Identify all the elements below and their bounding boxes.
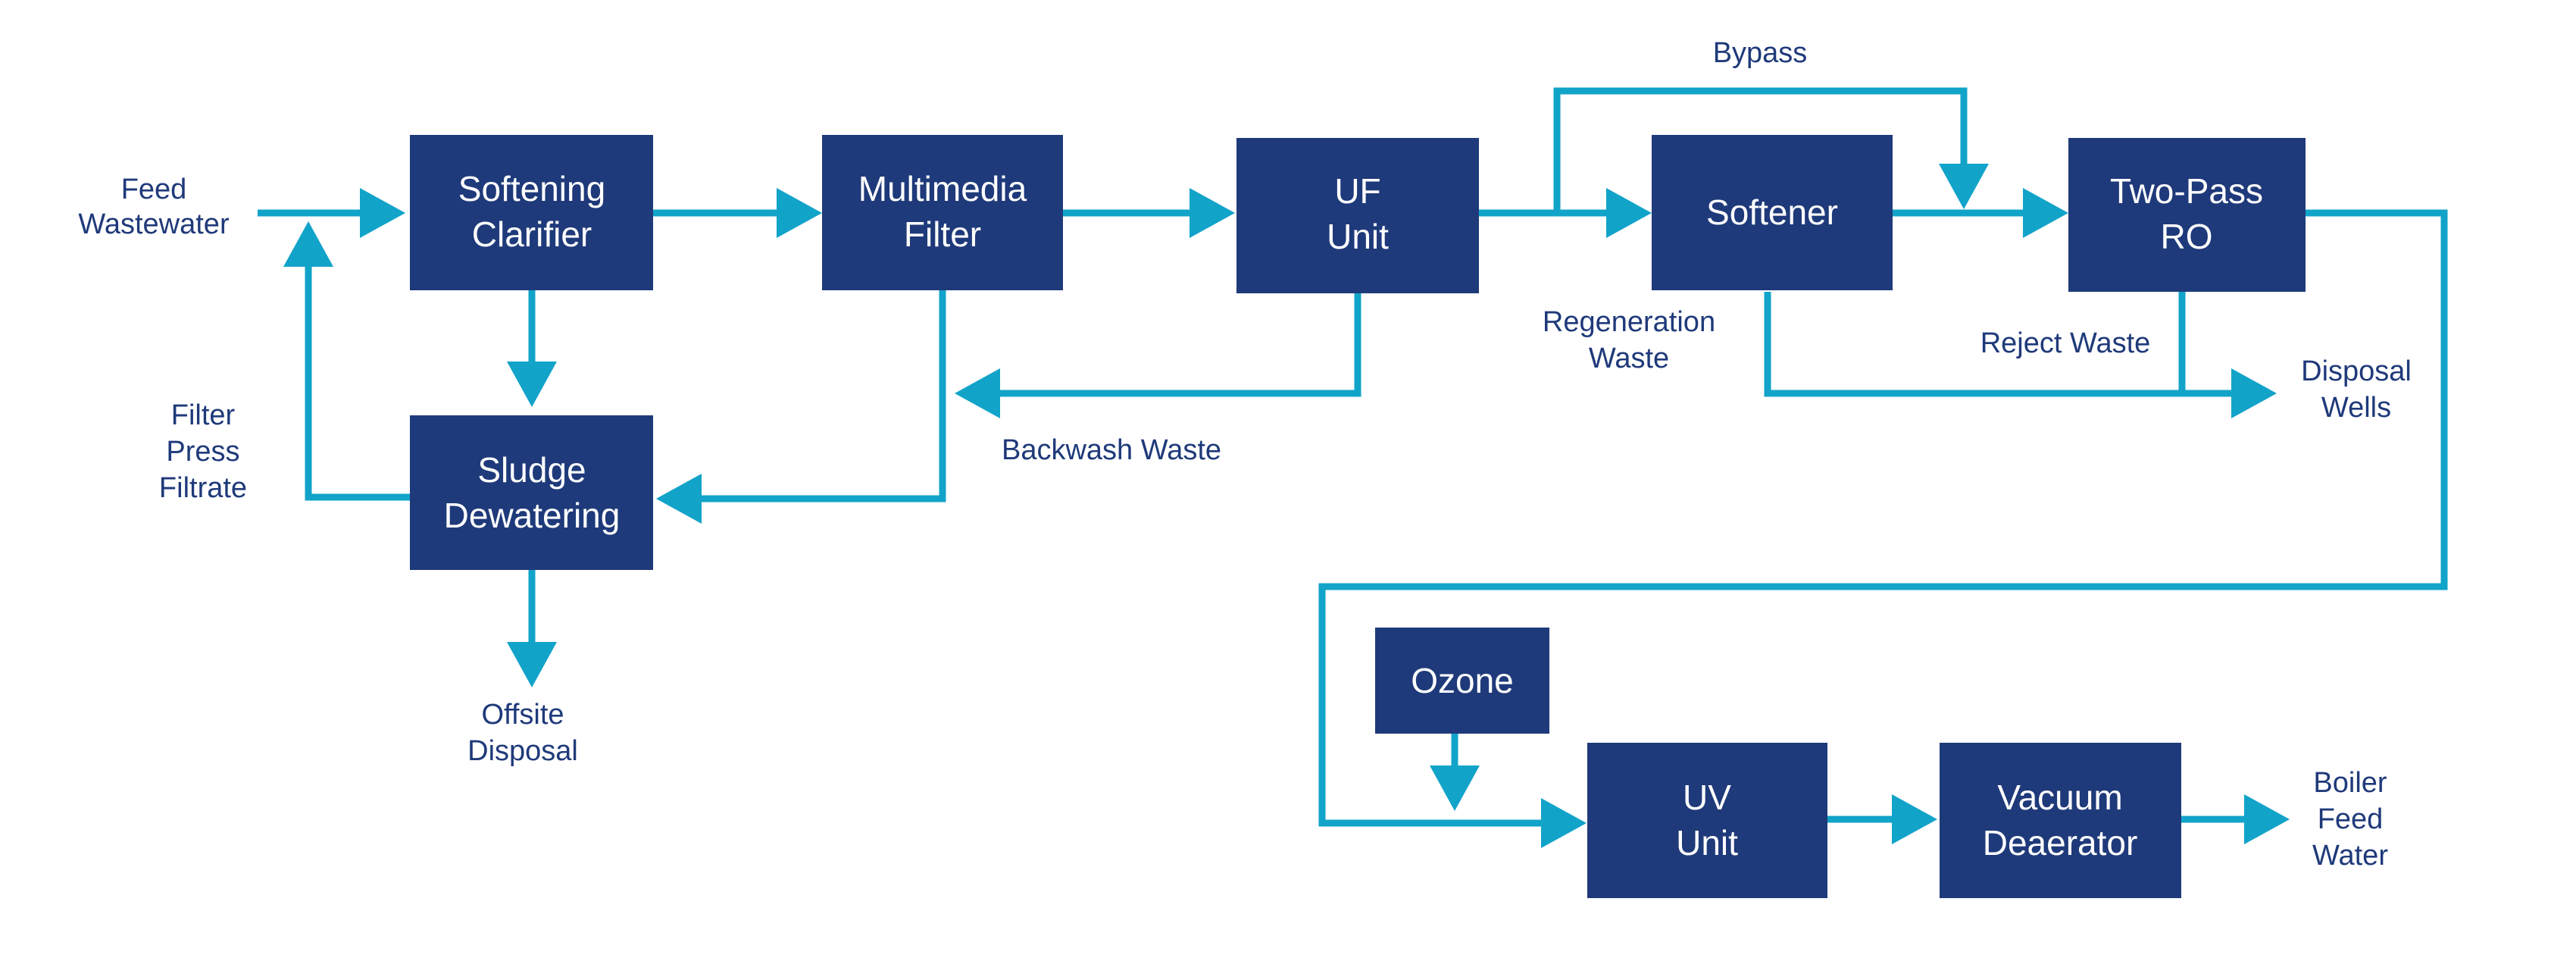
flow-ro-to-uv [1318, 209, 2448, 827]
box-line: Clarifier [472, 214, 592, 254]
label-line: Waste [1589, 343, 1669, 374]
box-line: Softener [1706, 193, 1838, 232]
label-filter-press-filtrate: Filter Press Filtrate [159, 399, 247, 504]
label-line: Water [2312, 840, 2388, 872]
box-softener: Softener [1652, 135, 1893, 290]
flow-filtrate-return [305, 265, 410, 501]
arrowhead [656, 474, 702, 524]
label-line: Feed [2318, 803, 2384, 835]
arrowhead [2231, 368, 2277, 418]
label-line: Feed [121, 174, 187, 205]
flow-uf-backwash [1000, 293, 1361, 397]
label-regeneration-waste: Regeneration Waste [1543, 306, 1715, 374]
box-multimedia-filter: Multimedia Filter [822, 135, 1063, 290]
arrowhead [1606, 188, 1652, 238]
arrowhead [283, 221, 333, 267]
box-ozone: Ozone [1375, 628, 1549, 734]
label-line: Backwash Waste [1002, 434, 1221, 466]
arrowhead [1541, 798, 1587, 848]
label-line: Bypass [1713, 37, 1808, 69]
label-line: Filter [171, 399, 236, 431]
box-line: Dewatering [444, 496, 621, 535]
label-boiler-feed-water: Boiler Feed Water [2312, 767, 2388, 872]
box-line: UV [1683, 778, 1731, 817]
arrowhead [955, 368, 1000, 418]
label-disposal-wells: Disposal Wells [2301, 355, 2412, 424]
label-line: Offsite [481, 699, 564, 731]
arrowhead [1430, 765, 1480, 811]
arrowhead [1190, 188, 1235, 238]
box-line: Filter [904, 214, 981, 254]
label-line: Wells [2321, 392, 2391, 424]
box-sludge-dewatering: Sludge Dewatering [410, 415, 653, 570]
box-line: Softening [458, 169, 605, 208]
label-line: Boiler [2313, 767, 2387, 799]
box-vacuum-deaerator: Vacuum Deaerator [1940, 743, 2181, 898]
label-line: Filtrate [159, 472, 247, 504]
arrowhead [2244, 794, 2290, 844]
label-backwash-waste: Backwash Waste [1002, 434, 1221, 466]
arrowhead [777, 188, 822, 238]
arrowhead [507, 642, 557, 687]
box-softening-clarifier: Softening Clarifier [410, 135, 653, 290]
arrowhead [360, 188, 405, 238]
label-offsite-disposal: Offsite Disposal [467, 699, 578, 767]
label-line: Regeneration [1543, 306, 1715, 338]
box-line: RO [2161, 217, 2213, 256]
arrowhead [507, 362, 557, 407]
flow-lines [258, 87, 2448, 848]
box-line: Two-Pass [2110, 171, 2263, 211]
label-line: Reject Waste [1980, 327, 2151, 359]
label-bypass: Bypass [1713, 37, 1808, 69]
box-line: Sludge [477, 450, 586, 490]
box-line: Multimedia [858, 169, 1027, 208]
box-two-pass-ro: Two-Pass RO [2068, 138, 2306, 292]
arrowhead [1939, 164, 1989, 209]
label-line: Press [166, 436, 239, 468]
arrowhead [2023, 188, 2068, 238]
label-reject-waste: Reject Waste [1980, 327, 2151, 359]
label-line: Disposal [467, 735, 578, 767]
flow-regeneration-waste [1764, 292, 2231, 397]
flow-filter-backwash [701, 290, 946, 502]
box-line: Vacuum [1997, 778, 2122, 817]
flow-bypass [1553, 87, 1968, 213]
label-line: Wastewater [78, 208, 230, 240]
box-line: UF [1334, 171, 1380, 211]
box-line: Ozone [1411, 661, 1514, 700]
arrowhead [1892, 794, 1937, 844]
box-line: Unit [1327, 217, 1389, 256]
label-feed-wastewater: Feed Wastewater [78, 174, 230, 240]
box-uv-unit: UV Unit [1587, 743, 1827, 898]
label-line: Disposal [2301, 355, 2412, 387]
box-line: Unit [1676, 823, 1738, 863]
box-uf-unit: UF Unit [1236, 138, 1479, 293]
box-line: Deaerator [1983, 823, 2138, 863]
